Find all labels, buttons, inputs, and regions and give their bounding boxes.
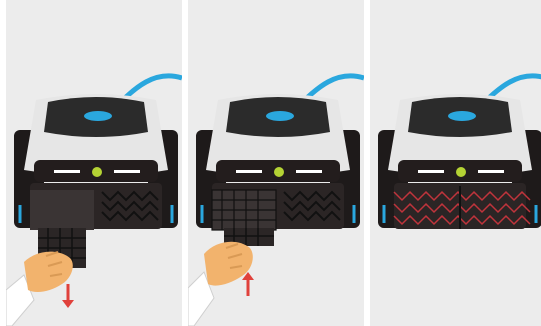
panel-step-1 [6,0,182,326]
panel-step-2 [188,0,364,326]
light-bar [114,170,140,173]
hose-port [448,111,476,121]
status-indicator [92,167,102,177]
panel-step-3 [370,0,541,326]
light-bar [236,170,262,173]
robot-cleaner [14,76,182,230]
hose-port [84,111,112,121]
arrow-up-icon [242,272,254,296]
light-bar [296,170,322,173]
status-indicator [456,167,466,177]
filter-basket-left [30,190,94,230]
arrow-down-icon [62,284,74,308]
status-indicator [274,167,284,177]
hand [188,242,253,326]
hand [6,252,73,326]
robot-cleaner [378,76,541,229]
light-bar [478,170,504,173]
filter-basket-left [212,190,276,230]
light-bar [54,170,80,173]
hand-skin [24,252,73,292]
robot-cleaner [196,76,364,230]
light-bar [418,170,444,173]
hose-port [266,111,294,121]
